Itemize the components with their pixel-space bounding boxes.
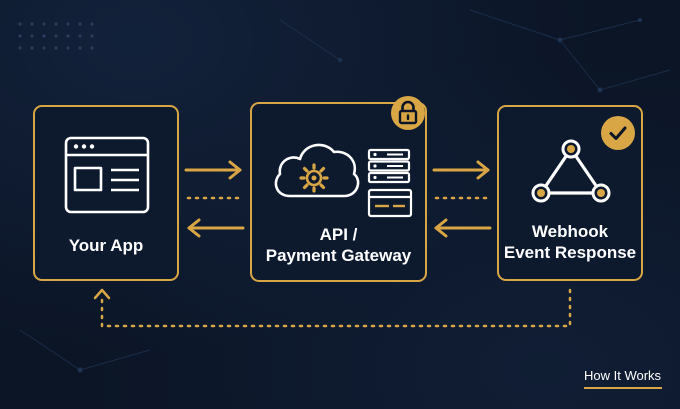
checkmark-icon xyxy=(609,126,627,140)
label-line-webhook: Webhook xyxy=(531,222,609,241)
webhook-icon xyxy=(531,139,611,203)
background-dot-grid xyxy=(18,22,94,50)
server-stack-icon xyxy=(367,148,411,184)
footer-label: How It Works xyxy=(584,368,662,383)
node-label-your-app: Your App xyxy=(68,236,144,255)
node-label-webhook: Webhook Event Response xyxy=(499,221,641,263)
browser-window-icon xyxy=(64,136,150,214)
arrow-api-to-webhook xyxy=(432,160,490,180)
arrow-app-to-api xyxy=(184,160,242,180)
dotted-return-loop xyxy=(100,288,572,328)
arrow-webhook-to-api xyxy=(434,218,492,238)
check-badge xyxy=(601,116,635,150)
footer-underline xyxy=(584,387,662,389)
node-your-app: Your App xyxy=(33,105,179,281)
node-webhook: Webhook Event Response xyxy=(497,105,643,281)
label-line-payment-gateway: Payment Gateway xyxy=(265,246,412,265)
node-payment-gateway: API / Payment Gateway xyxy=(250,102,427,282)
lock-badge xyxy=(391,96,425,130)
return-loop-arrowhead xyxy=(93,288,111,300)
cloud-gear-icon xyxy=(274,143,360,198)
label-line-api: API / xyxy=(319,225,358,244)
label-line-event-response: Event Response xyxy=(503,243,637,262)
node-label-payment-gateway: API / Payment Gateway xyxy=(252,224,425,266)
lock-icon xyxy=(398,100,418,125)
arrow-api-to-app xyxy=(187,218,245,238)
credit-card-icon xyxy=(367,188,413,218)
